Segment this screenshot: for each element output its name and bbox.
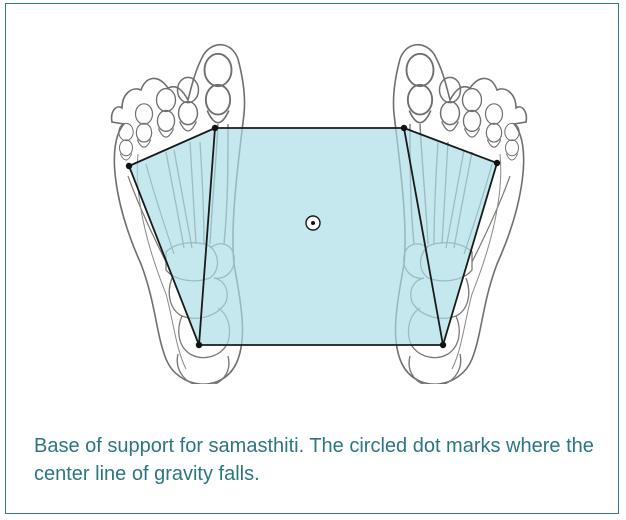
vertex-point (126, 163, 132, 169)
vertex-point (440, 342, 446, 348)
base-of-support-area (129, 128, 497, 345)
vertex-point (494, 160, 500, 166)
vertex-point (401, 125, 407, 131)
center-of-gravity-marker-icon (306, 216, 320, 230)
vertex-point (196, 342, 202, 348)
vertex-point (212, 125, 218, 131)
base-of-support-diagram (6, 4, 626, 384)
figure-caption: Base of support for samasthiti. The circ… (34, 432, 594, 488)
